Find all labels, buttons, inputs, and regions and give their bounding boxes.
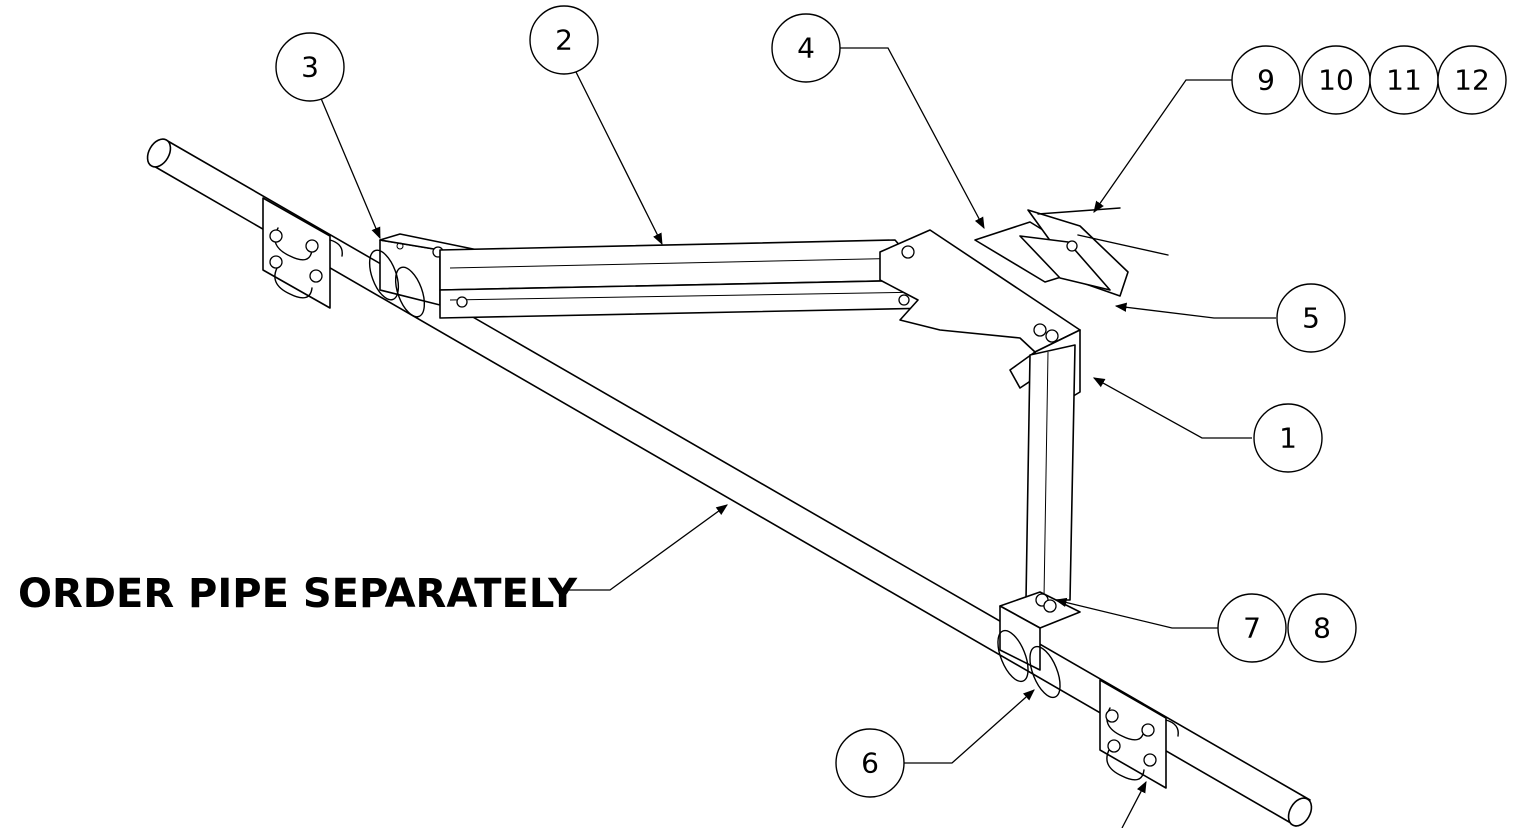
balloon-3-label: 3: [301, 51, 319, 84]
order-pipe-note: ORDER PIPE SEPARATELY: [18, 571, 578, 617]
balloon-10: 10: [1301, 45, 1371, 115]
leader-note: [566, 504, 728, 591]
balloon-12: 12: [1437, 45, 1507, 115]
balloon-11-label: 11: [1386, 64, 1422, 97]
balloon-7-label: 7: [1243, 612, 1261, 645]
balloon-7: 7: [1217, 593, 1287, 663]
balloon-4-label: 4: [797, 32, 815, 65]
leader-lines: [319, 47, 1276, 828]
vertical-post: [1025, 344, 1076, 601]
balloon-2: 2: [529, 5, 599, 75]
balloon-5-label: 5: [1302, 302, 1320, 335]
balloon-2-label: 2: [555, 24, 573, 57]
balloon-6: 6: [835, 728, 905, 798]
balloon-8: 8: [1287, 593, 1357, 663]
horizontal-arm: [439, 239, 937, 319]
balloon-10-label: 10: [1318, 64, 1354, 97]
balloon-4: 4: [771, 13, 841, 83]
balloon-3: 3: [275, 32, 345, 102]
leader-6: [904, 689, 1035, 764]
leader-bottom: [1121, 780, 1147, 828]
balloon-1: 1: [1253, 403, 1323, 473]
right-clamp-plate: [1099, 679, 1179, 789]
leader-3: [319, 95, 381, 240]
balloon-6-label: 6: [861, 747, 879, 780]
top-mount: [974, 207, 1169, 297]
pipe-bracket-lower: [997, 591, 1081, 699]
leader-4: [840, 47, 985, 230]
left-clamp-plate: [262, 197, 343, 309]
balloon-12-label: 12: [1454, 64, 1490, 97]
balloon-9-label: 9: [1257, 64, 1275, 97]
leader-1: [1092, 377, 1252, 439]
balloon-8-label: 8: [1313, 612, 1331, 645]
balloon-5: 5: [1276, 283, 1346, 353]
balloon-11: 11: [1369, 45, 1439, 115]
leader-9: [1093, 79, 1232, 213]
balloon-9: 9: [1231, 45, 1301, 115]
leader-7: [1054, 597, 1218, 629]
leader-2: [575, 71, 663, 246]
balloon-1-label: 1: [1279, 422, 1297, 455]
leader-5: [1114, 302, 1276, 319]
